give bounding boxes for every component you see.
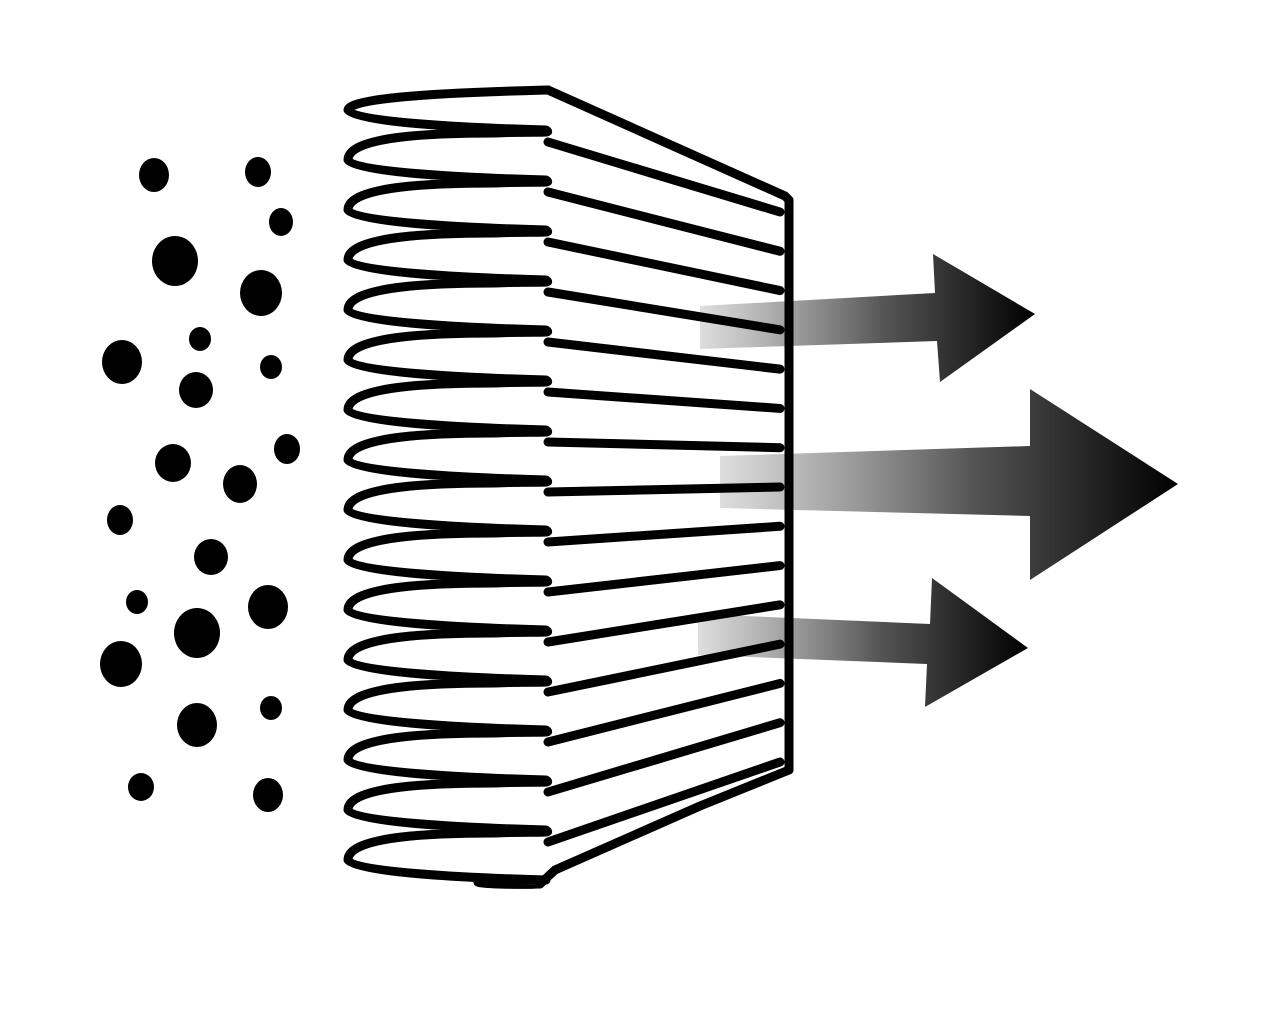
particle-dot-icon: [248, 585, 288, 629]
filter-rib: [543, 718, 785, 797]
particle-dot-icon: [245, 157, 271, 187]
lower-arrow-icon: [698, 578, 1028, 707]
filter-rib: [543, 237, 785, 296]
filter-rib: [543, 187, 785, 256]
particle-dot-icon: [126, 590, 148, 614]
filter-frame-edge: [535, 85, 794, 889]
particle-dot-icon: [260, 696, 282, 720]
particle-dot-icon: [128, 773, 154, 801]
particle-dot-icon: [177, 703, 217, 747]
filter-rib: [543, 757, 785, 847]
particle-dot-icon: [179, 372, 213, 408]
particle-dot-icon: [152, 236, 198, 286]
particle-dot-icon: [107, 505, 133, 535]
particle-dot-icon: [240, 270, 282, 316]
particle-dot-icon: [155, 444, 191, 482]
filter-rib: [543, 521, 785, 547]
airflow-arrows: [698, 254, 1178, 707]
filter-pleats-outline: [343, 85, 553, 889]
particle-dot-icon: [189, 327, 211, 351]
filter-rib: [543, 678, 785, 747]
particle-dot-icon: [174, 608, 220, 658]
middle-arrow-icon: [720, 389, 1178, 580]
filter-rib: [543, 387, 785, 413]
filter-rib: [543, 287, 785, 335]
particle-dot-icon: [260, 355, 282, 379]
filter-rib: [543, 639, 785, 697]
particle-dot-icon: [100, 641, 142, 687]
filter-rib: [543, 137, 785, 217]
pleated-filter-icon: [343, 85, 794, 889]
particle-dot-icon: [274, 434, 300, 464]
filter-rib: [543, 437, 785, 453]
upper-arrow-icon: [700, 254, 1035, 382]
particle-dot-icon: [253, 778, 283, 812]
particle-cloud: [100, 157, 300, 812]
filter-rib: [543, 561, 785, 597]
particle-dot-icon: [223, 465, 257, 503]
particle-dot-icon: [194, 539, 228, 575]
filter-rib: [543, 337, 785, 374]
filter-rib: [543, 482, 785, 497]
particle-dot-icon: [269, 208, 293, 236]
filter-ribs: [543, 137, 785, 847]
particle-dot-icon: [102, 340, 142, 384]
filter-rib: [543, 600, 785, 647]
particle-dot-icon: [139, 158, 169, 192]
